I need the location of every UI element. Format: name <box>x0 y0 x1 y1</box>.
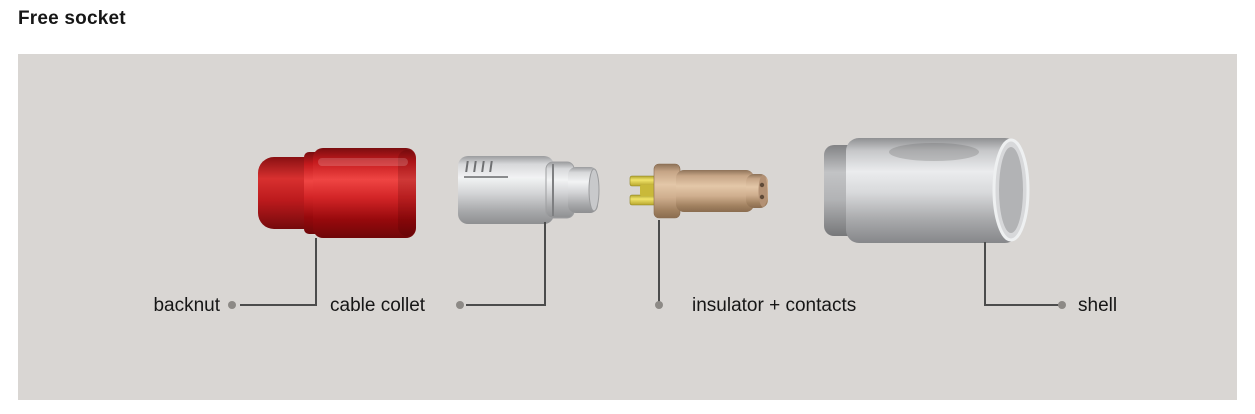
insulator-contacts-graphic <box>628 162 770 220</box>
shell-image <box>824 138 1030 243</box>
page-title: Free socket <box>18 8 126 29</box>
cable-collet-dot <box>456 301 464 309</box>
backnut-dot <box>228 301 236 309</box>
shell-dot <box>1058 301 1066 309</box>
shell-graphic <box>824 138 1036 243</box>
diagram-panel: backnut cable collet insulator + contact… <box>18 54 1237 400</box>
cable-collet-image <box>458 156 600 224</box>
insulator-contacts-image <box>629 163 768 219</box>
insulator-contacts-leader-vertical <box>658 220 660 306</box>
backnut-graphic <box>258 148 423 238</box>
backnut-leader-vertical <box>315 238 317 306</box>
backnut-label: backnut <box>153 295 220 316</box>
insulator-contacts-dot <box>655 301 663 309</box>
shell-leader-vertical <box>984 242 986 306</box>
shell-leader-horizontal <box>984 304 1060 306</box>
cable-collet-label: cable collet <box>330 295 426 316</box>
insulator-contacts-label: insulator + contacts <box>692 295 857 316</box>
shell-label: shell <box>1078 295 1118 316</box>
cable-collet-leader-horizontal <box>466 304 546 306</box>
cable-collet-graphic <box>458 152 600 228</box>
backnut-image <box>258 148 416 238</box>
cable-collet-leader-vertical <box>544 222 546 306</box>
backnut-leader-horizontal <box>240 304 317 306</box>
